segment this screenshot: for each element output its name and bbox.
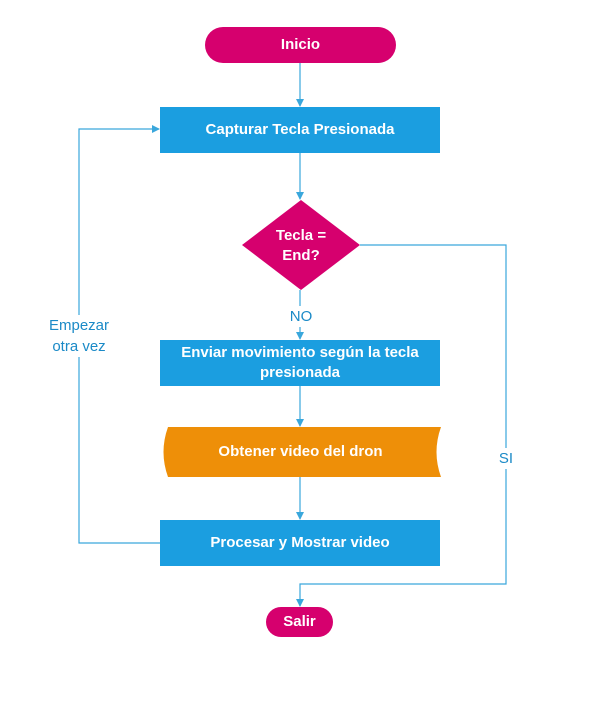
exit-terminal: Salir [266,607,333,637]
decision-diamond-shape [242,200,360,290]
no-edge-label: NO [284,306,318,327]
loop-edge-label: Empezar otra vez [40,315,118,357]
capture-key-process: Capturar Tecla Presionada [160,107,440,153]
start-terminal: Inicio [205,27,396,63]
capture-key-label: Capturar Tecla Presionada [205,121,395,138]
end-key-decision: Tecla = End? [242,200,360,290]
process-video-process: Procesar y Mostrar video [160,520,440,566]
get-video-label: Obtener video del dron [218,443,383,460]
process-video-label: Procesar y Mostrar video [210,534,390,551]
get-video-data-node: Obtener video del dron [160,427,441,477]
arrow-decision-to-salir [296,244,507,607]
exit-label: Salir [283,613,316,630]
data-shape [163,427,441,477]
send-movement-label: Enviar movimiento según la tecla presion… [181,344,419,381]
decision-label: Tecla = End? [275,227,327,264]
start-label: Inicio [280,36,321,53]
si-edge-label: SI [494,448,518,469]
send-movement-process: Enviar movimiento según la tecla presion… [160,340,440,386]
